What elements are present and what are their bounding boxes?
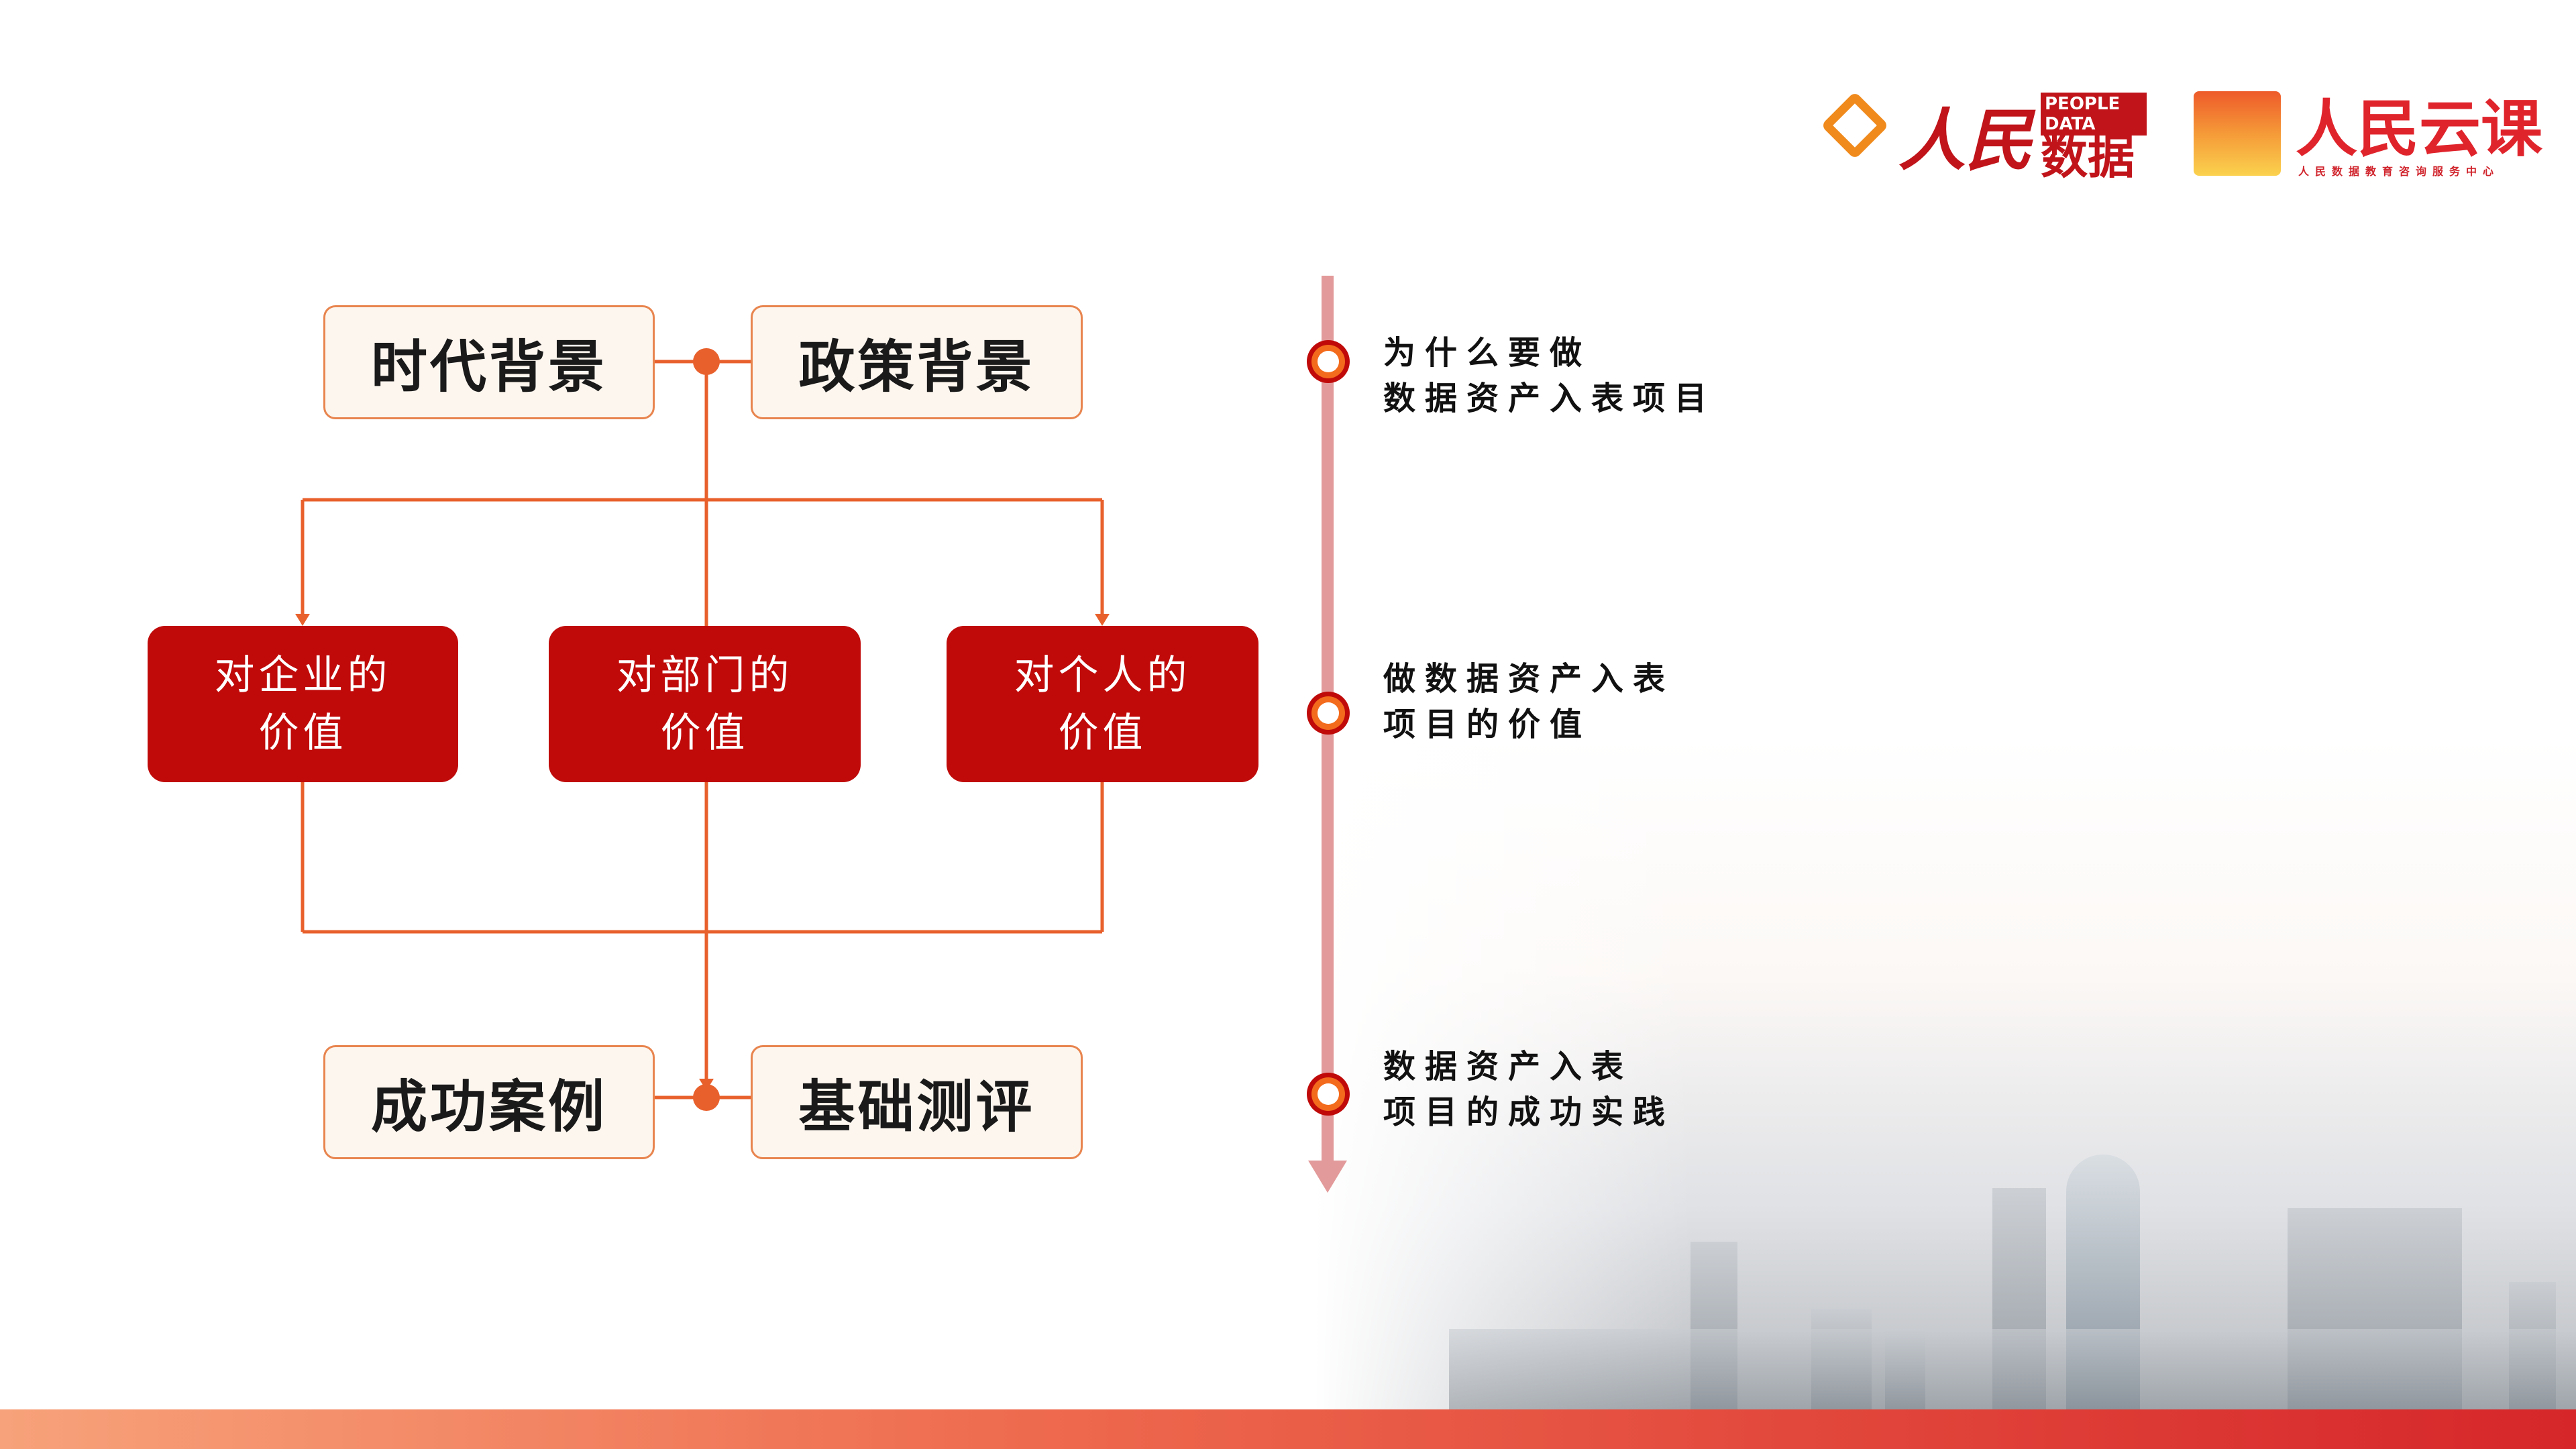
box-label: 价值 [660, 709, 749, 757]
timeline-item-line: 项目的成功实践 [1383, 1093, 1675, 1131]
box-label: 对企业的 [214, 651, 392, 699]
box-department-value: 对部门的 价值 [549, 626, 861, 782]
box-label: 对个人的 [1014, 651, 1191, 699]
box-enterprise-value: 对企业的 价值 [148, 626, 458, 782]
logo-subtitle: 人民数据教育咨询服务中心 [2298, 165, 2500, 178]
box-basic-assessment: 基础测评 [751, 1045, 1083, 1159]
city-skyline-image [1315, 738, 2576, 1409]
timeline-item: 数据资产入表 项目的成功实践 [1383, 1044, 1674, 1135]
timeline-item: 为什么要做 数据资产入表项目 [1383, 330, 1716, 421]
box-success-cases: 成功案例 [323, 1045, 655, 1159]
bottom-bar [0, 1409, 2576, 1449]
people-data-logo: 人民 PEOPLE DATA 数据 [1821, 86, 2147, 184]
box-label: 时代背景 [370, 333, 607, 400]
box-label: 基础测评 [798, 1073, 1035, 1140]
logo-text: 人民 [1898, 101, 2033, 180]
timeline-arrow-icon [1308, 1161, 1347, 1193]
box-label: 政策背景 [798, 333, 1035, 400]
logo-text: 人民云课 [2296, 93, 2543, 165]
timeline-item-line: 项目的价值 [1383, 706, 1592, 743]
box-label: 价值 [1058, 709, 1147, 757]
timeline-item-line: 数据资产入表 [1383, 1048, 1633, 1085]
box-era-background: 时代背景 [323, 305, 655, 419]
timeline-item-line: 数据资产入表项目 [1383, 380, 1717, 417]
timeline-node-icon [1307, 340, 1350, 383]
box-label: 对部门的 [616, 651, 794, 699]
logo-tag: PEOPLE DATA [2041, 93, 2147, 136]
timeline-item-line: 做数据资产入表 [1383, 660, 1675, 698]
timeline-node-icon [1307, 692, 1350, 735]
timeline-node-icon [1307, 1073, 1350, 1116]
box-individual-value: 对个人的 价值 [947, 626, 1258, 782]
box-policy-background: 政策背景 [751, 305, 1083, 419]
timeline-item: 做数据资产入表 项目的价值 [1383, 656, 1674, 747]
timeline-item-line: 为什么要做 [1383, 334, 1592, 372]
people-cloud-logo: 人民云课 人民数据教育咨询服务中心 [2194, 79, 2542, 186]
box-label: 成功案例 [370, 1073, 607, 1140]
logo-text: 数据 [2041, 129, 2135, 184]
box-label: 价值 [258, 709, 347, 757]
